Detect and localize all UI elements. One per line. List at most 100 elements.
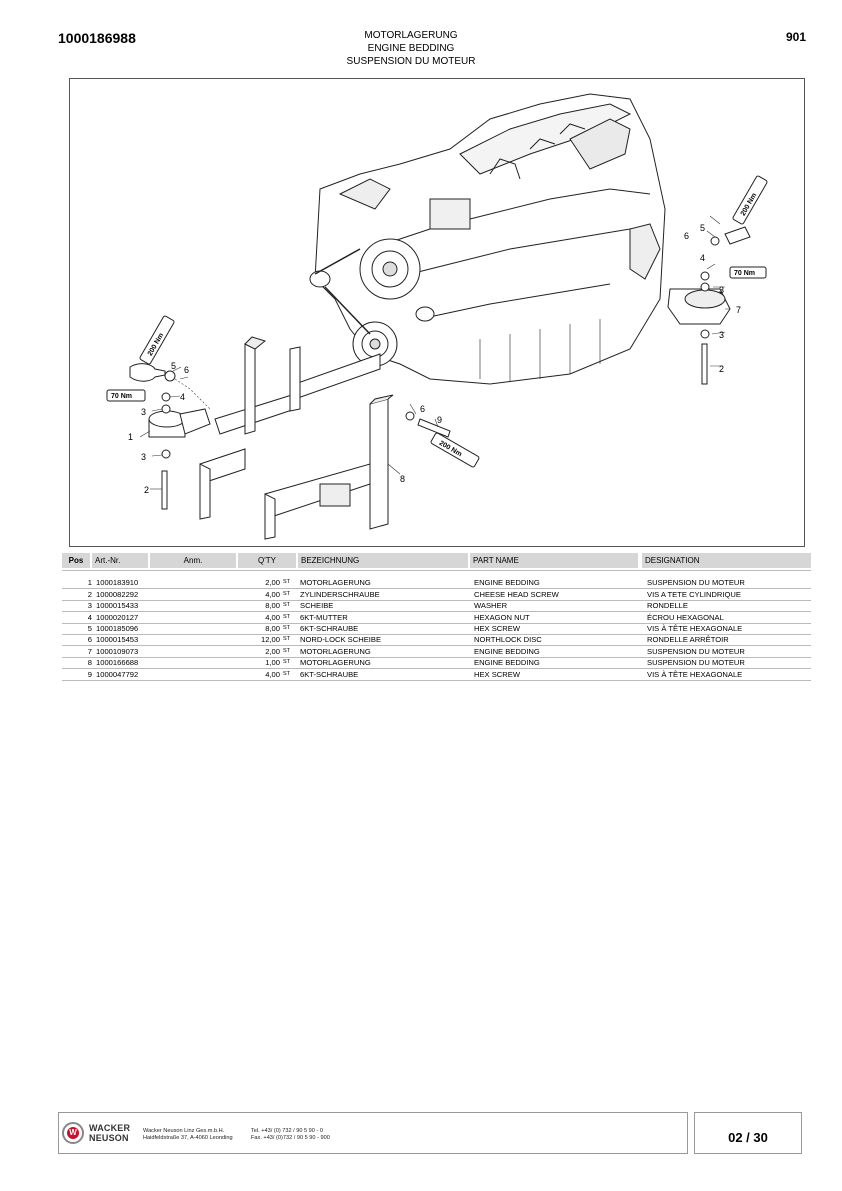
table-top-rule — [62, 570, 811, 571]
front-bolt — [405, 411, 451, 438]
row-bezeichnung: 6KT-SCHRAUBE — [300, 670, 359, 679]
callout-right-7: 7 — [736, 305, 741, 315]
col-designation: DESIGNATION — [642, 553, 811, 568]
callout-right-6: 6 — [684, 231, 689, 241]
row-rule — [62, 623, 811, 624]
page-title: MOTORLAGERUNG ENGINE BEDDING SUSPENSION … — [0, 29, 822, 68]
row-unit: ST — [283, 579, 291, 585]
callout-frame-8: 8 — [400, 474, 405, 484]
row-pos: 4 — [87, 613, 92, 622]
title-en: ENGINE BEDDING — [367, 43, 455, 54]
row-art-nr: 1000020127 — [96, 613, 139, 622]
row-rule — [62, 668, 811, 669]
callout-left-2: 2 — [144, 485, 149, 495]
footer-info: W WACKER NEUSON Wacker Neuson Linz Ges.m… — [58, 1112, 688, 1154]
row-unit: ST — [283, 602, 291, 608]
row-designation: SUSPENSION DU MOTEUR — [647, 578, 745, 587]
row-art-nr: 1000166688 — [96, 658, 139, 667]
row-part-name: HEX SCREW — [474, 624, 520, 633]
col-art-nr: Art.-Nr. — [92, 553, 148, 568]
callout-right-3a: 3 — [719, 285, 724, 295]
row-unit: ST — [283, 591, 291, 597]
row-part-name: ENGINE BEDDING — [474, 578, 540, 587]
table-row: 2 1000082292 4,00 ST ZYLINDERSCHRAUBE CH… — [62, 589, 811, 600]
row-qty: 4,00 — [265, 590, 280, 599]
callout-left-4: 4 — [180, 392, 185, 402]
row-art-nr: 1000185096 — [96, 624, 139, 633]
row-pos: 3 — [87, 601, 92, 610]
row-rule — [62, 680, 811, 681]
row-designation: SUSPENSION DU MOTEUR — [647, 647, 745, 656]
table-row: 7 1000109073 2,00 ST MOTORLAGERUNG ENGIN… — [62, 646, 811, 657]
row-pos: 7 — [87, 647, 92, 656]
right-engine-mount — [667, 226, 751, 385]
table-row: 4 1000020127 4,00 ST 6KT-MUTTER HEXAGON … — [62, 612, 811, 623]
row-unit: ST — [283, 636, 291, 642]
row-part-name: NORTHLOCK DISC — [474, 635, 542, 644]
row-qty: 12,00 — [260, 635, 280, 644]
brand-name: WACKER NEUSON — [89, 1123, 130, 1143]
company-fax: Fax. +43/ (0)732 / 90 5 90 - 900 — [251, 1135, 330, 1141]
row-unit: ST — [283, 625, 291, 631]
row-rule — [62, 588, 811, 589]
row-unit: ST — [283, 614, 291, 620]
col-bezeichnung: BEZEICHNUNG — [298, 553, 468, 568]
table-row: 3 1000015433 8,00 ST SCHEIBE WASHER ROND… — [62, 600, 811, 611]
row-bezeichnung: MOTORLAGERUNG — [300, 578, 371, 587]
row-art-nr: 1000183910 — [96, 578, 139, 587]
col-part-name: PART NAME — [470, 553, 638, 568]
row-rule — [62, 634, 811, 635]
row-qty: 1,00 — [265, 658, 280, 667]
row-qty: 4,00 — [265, 613, 280, 622]
row-part-name: CHEESE HEAD SCREW — [474, 590, 559, 599]
row-unit: ST — [283, 671, 291, 677]
row-designation: RONDELLE — [647, 601, 688, 610]
document-number: 1000186988 — [58, 30, 136, 46]
callout-left-6: 6 — [184, 365, 189, 375]
row-qty: 4,00 — [265, 670, 280, 679]
company-name: Wacker Neuson Linz Ges.m.b.H. — [143, 1128, 225, 1134]
callout-labels: 1 2 3 3 4 5 6 7 2 3 3 4 5 6 6 8 9 — [128, 223, 741, 495]
table-row: 9 1000047792 4,00 ST 6KT-SCHRAUBE HEX SC… — [62, 669, 811, 680]
row-art-nr: 1000047792 — [96, 670, 139, 679]
callout-right-5: 5 — [700, 223, 705, 233]
table-row: 6 1000015453 12,00 ST NORD-LOCK SCHEIBE … — [62, 634, 811, 645]
callout-left-3b: 3 — [141, 452, 146, 462]
row-qty: 8,00 — [265, 624, 280, 633]
table-row: 8 1000166688 1,00 ST MOTORLAGERUNG ENGIN… — [62, 657, 811, 668]
row-part-name: HEX SCREW — [474, 670, 520, 679]
row-pos: 6 — [87, 635, 92, 644]
callout-left-1: 1 — [128, 432, 133, 442]
row-bezeichnung: NORD-LOCK SCHEIBE — [300, 635, 382, 644]
row-pos: 5 — [87, 624, 92, 633]
callout-right-2: 2 — [719, 364, 724, 374]
row-qty: 2,00 — [265, 647, 280, 656]
logo-mark-icon: W — [67, 1127, 79, 1139]
row-part-name: ENGINE BEDDING — [474, 647, 540, 656]
callout-front-6: 6 — [420, 404, 425, 414]
row-rule — [62, 657, 811, 658]
row-pos: 1 — [87, 578, 92, 587]
row-designation: RONDELLE ARRÊTOIR — [647, 635, 729, 644]
row-qty: 8,00 — [265, 601, 280, 610]
support-frame — [199, 336, 394, 540]
table-row: 5 1000185096 8,00 ST 6KT-SCHRAUBE HEX SC… — [62, 623, 811, 634]
page-code: 901 — [785, 30, 806, 44]
torque-right-70: 70 Nm — [734, 270, 755, 277]
torque-wrenches — [106, 175, 768, 468]
row-bezeichnung: ZYLINDERSCHRAUBE — [300, 590, 380, 599]
company-tel: Tel. +43/ (0) 732 / 90 5 90 - 0 — [251, 1128, 323, 1134]
col-pos: Pos — [62, 553, 90, 568]
row-part-name: ENGINE BEDDING — [474, 658, 540, 667]
row-unit: ST — [283, 659, 291, 665]
left-engine-mount — [129, 363, 211, 510]
exploded-view-figure: 1 2 3 3 4 5 6 7 2 3 3 4 5 6 6 8 9 200 Nm… — [69, 78, 805, 547]
row-designation: ÉCROU HEXAGONAL — [647, 613, 724, 622]
row-bezeichnung: MOTORLAGERUNG — [300, 658, 371, 667]
col-qty: Q'TY — [238, 553, 296, 568]
brand-line-2: NEUSON — [89, 1133, 129, 1143]
company-address: Haidfeldstraße 37, A-4060 Leonding — [143, 1135, 233, 1141]
title-fr: SUSPENSION DU MOTEUR — [346, 56, 476, 67]
row-bezeichnung: 6KT-MUTTER — [300, 613, 348, 622]
row-designation: SUSPENSION DU MOTEUR — [647, 658, 745, 667]
